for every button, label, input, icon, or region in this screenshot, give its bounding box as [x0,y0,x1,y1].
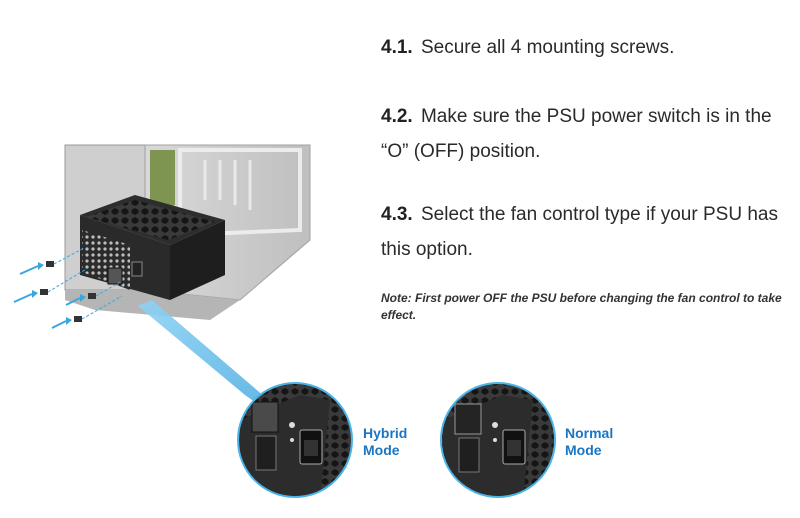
step-number: 4.3. [381,204,413,225]
step-4-2: 4.2. Make sure the PSU power switch is i… [381,99,791,169]
step-text: Make sure the PSU power switch is in the… [381,106,772,162]
note-text: Note: First power OFF the PSU before cha… [381,291,782,322]
mode-label-line1: Hybrid [363,425,408,441]
psu-unit [80,195,225,300]
mode-label-line2: Mode [565,442,602,458]
step-4-3: 4.3. Select the fan control type if your… [381,197,791,267]
zoom-circle-hybrid [237,382,353,498]
mode-label-line2: Mode [363,442,400,458]
zoom-circle-normal [440,382,556,498]
step-text: Select the fan control type if your PSU … [381,204,778,260]
hybrid-mode-label: Hybrid Mode [363,425,407,459]
mounting-screw-icon [65,281,121,306]
step-number: 4.2. [381,106,413,127]
mounting-screw-icon [13,267,89,303]
fan-mode-switch [454,403,482,435]
fan-mode-switch [251,401,279,433]
mode-label-line1: Normal [565,425,614,441]
mounting-screw-icon [19,247,85,275]
step-text: Secure all 4 mounting screws. [420,37,675,58]
mounting-screw-icon [51,295,123,329]
step-number: 4.1. [381,37,413,58]
mounting-screws [13,247,123,329]
normal-mode-label: Normal Mode [565,425,613,459]
step-4-1: 4.1. Secure all 4 mounting screws. [381,30,791,65]
